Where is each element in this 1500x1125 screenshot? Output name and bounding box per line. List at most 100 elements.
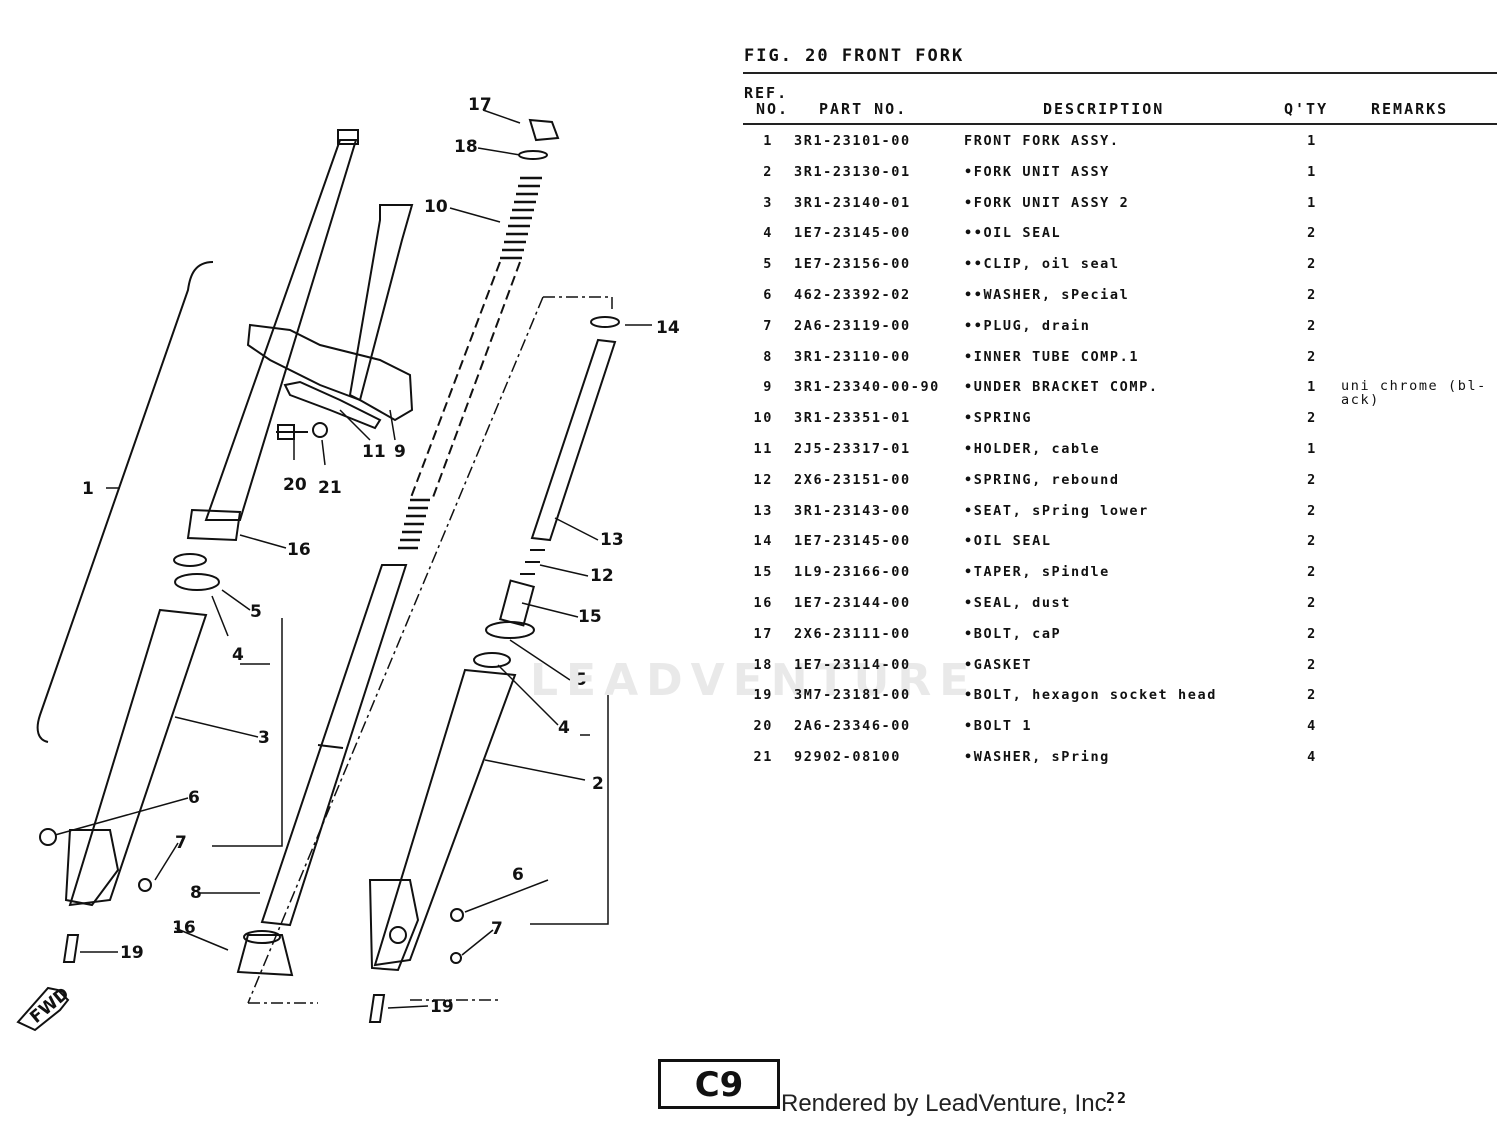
description-cell: •SPRING	[964, 410, 1033, 427]
ref-cell: 4	[763, 225, 773, 242]
header-remarks: REMARKS	[1371, 100, 1449, 118]
description-cell: •FORK UNIT ASSY	[964, 163, 1110, 180]
header-qty: Q'TY	[1284, 100, 1329, 118]
part-number-cell: 3M7-23181-00	[794, 687, 911, 704]
callout-16b: 16	[172, 918, 196, 938]
ref-cell: 10	[753, 410, 773, 427]
fwd-label: FWD	[26, 984, 73, 1028]
callout-13: 13	[600, 530, 624, 550]
description-cell: ••OIL SEAL	[964, 225, 1062, 242]
part-number-cell: 1L9-23166-00	[794, 564, 911, 581]
callout-1: 1	[82, 479, 94, 499]
callout-12: 12	[590, 566, 614, 586]
header-ref-line2: NO.	[756, 100, 790, 118]
description-cell: •BOLT 1	[964, 718, 1033, 735]
callout-8: 8	[190, 883, 202, 903]
quantity-cell: 2	[1307, 564, 1317, 581]
quantity-cell: 2	[1307, 656, 1317, 673]
description-cell: •UNDER BRACKET COMP.	[964, 379, 1159, 396]
description-cell: FRONT FORK ASSY.	[964, 133, 1120, 149]
under-bracket	[246, 323, 414, 422]
callout-2: 2	[592, 774, 604, 794]
part-number-cell: 1E7-23144-00	[794, 595, 911, 611]
description-cell: •HOLDER, cable	[964, 441, 1101, 457]
inner-tube	[260, 564, 408, 927]
description-cell: •SPRING, rebound	[964, 471, 1120, 488]
description-cell: •TAPER, sPindle	[964, 564, 1110, 581]
ref-cell: 5	[763, 256, 773, 273]
quantity-cell: 2	[1307, 225, 1317, 242]
quantity-cell: 4	[1307, 718, 1317, 735]
callout-19b: 19	[430, 997, 454, 1017]
quantity-cell: 1	[1307, 194, 1317, 211]
part-number-cell: 462-23392-02	[794, 287, 911, 303]
fwd-arrow	[16, 986, 70, 1032]
ref-cell: 9	[763, 379, 773, 396]
part-number-cell: 1E7-23145-00	[794, 533, 911, 550]
callout-11: 11	[362, 442, 386, 462]
header-description: DESCRIPTION	[1043, 100, 1165, 118]
description-cell: •BOLT, caP	[964, 625, 1062, 642]
left-fork-lower-tube	[68, 608, 208, 907]
callout-7b: 7	[491, 919, 503, 939]
ref-cell: 11	[753, 441, 773, 457]
quantity-cell: 1	[1307, 133, 1317, 149]
table-row: 15 1L9-23166-00 •TAPER, sPindle 2	[743, 564, 1497, 594]
callout-5b: 5	[575, 670, 587, 690]
watermark: LEADVENTURE	[530, 655, 978, 706]
part-number-cell: 2X6-23151-00	[794, 471, 911, 488]
callout-15: 15	[578, 607, 602, 627]
part-number-cell: 3R1-23140-01	[794, 194, 911, 211]
assembly-bracket	[36, 261, 214, 743]
quantity-cell: 2	[1307, 687, 1317, 704]
part-number-cell: 2A6-23119-00	[794, 317, 911, 334]
header-ref-line1: REF.	[744, 84, 789, 102]
callout-5: 5	[250, 602, 262, 622]
callout-17: 17	[468, 95, 492, 115]
description-cell: •SEAT, sPring lower	[964, 502, 1149, 519]
front-fork-diagram: FWD 17 18 10 14 11 9 20 21 1 16 5 4 3 6 …	[16, 95, 680, 1032]
callout-21: 21	[318, 478, 342, 498]
rendered-by-text: Rendered by LeadVenture, Inc.	[781, 1090, 1114, 1117]
ref-cell: 7	[763, 317, 773, 334]
quantity-cell: 2	[1307, 348, 1317, 365]
page-number: 22	[1106, 1089, 1129, 1107]
left-dust-seal	[186, 508, 242, 542]
quantity-cell: 2	[1307, 595, 1317, 611]
part-number-cell: 2X6-23111-00	[794, 625, 911, 642]
title-divider	[743, 72, 1497, 74]
ref-cell: 17	[753, 625, 773, 642]
ref-cell: 3	[763, 194, 773, 211]
quantity-cell: 2	[1307, 533, 1317, 550]
ref-cell: 2	[763, 163, 773, 180]
ref-cell: 8	[763, 348, 773, 365]
callout-3: 3	[258, 728, 270, 748]
left-fork-upper-tube	[204, 139, 358, 521]
quantity-cell: 2	[1307, 317, 1317, 334]
part-number-cell: 92902-08100	[794, 749, 902, 765]
ref-cell: 15	[753, 564, 773, 581]
part-number-cell: 2A6-23346-00	[794, 718, 911, 735]
description-cell: •GASKET	[964, 656, 1033, 673]
description-cell: ••CLIP, oil seal	[964, 256, 1120, 273]
quantity-cell: 2	[1307, 256, 1317, 273]
quantity-cell: 1	[1307, 441, 1317, 457]
ref-cell: 18	[753, 656, 773, 673]
description-cell: •OIL SEAL	[964, 533, 1052, 550]
ref-cell: 1	[763, 133, 773, 149]
quantity-cell: 2	[1307, 410, 1317, 427]
page-code-box: C9	[658, 1059, 780, 1109]
cap-bolt	[528, 118, 560, 142]
callout-16: 16	[287, 540, 311, 560]
description-cell: •WASHER, sPring	[964, 749, 1110, 765]
